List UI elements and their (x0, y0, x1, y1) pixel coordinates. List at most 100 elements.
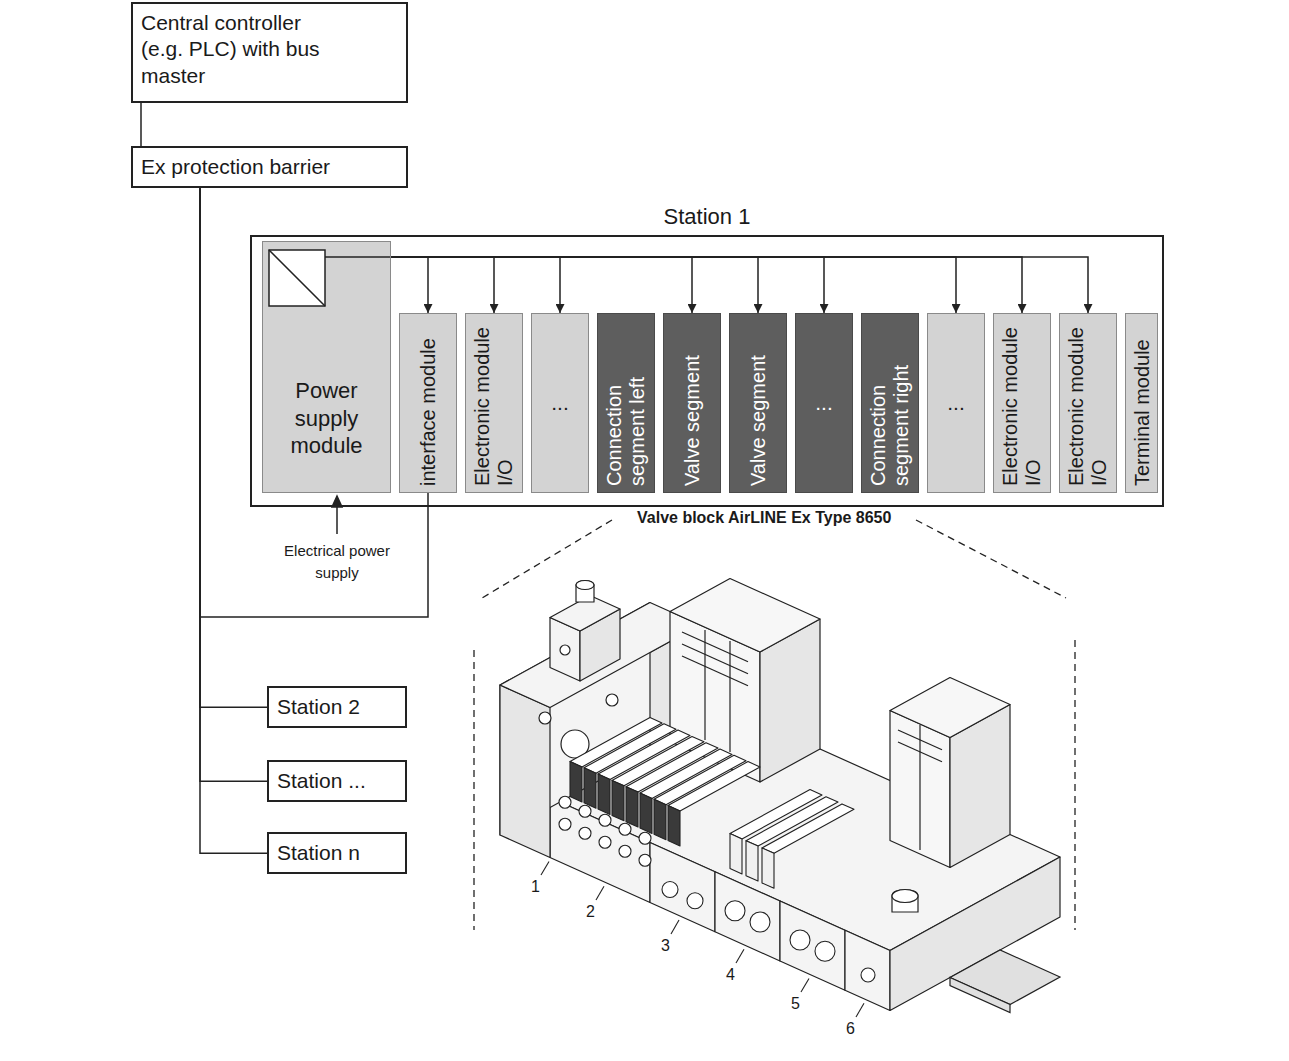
port (815, 941, 835, 961)
valve (746, 841, 758, 881)
callout-leader (736, 949, 744, 963)
base-block (780, 901, 845, 990)
power-supply-module: Power supply module (262, 241, 391, 493)
port (599, 814, 611, 826)
port (599, 836, 611, 848)
supply-label: Electrical power supply (277, 540, 397, 584)
connector-line (200, 188, 428, 617)
node-label: Station 2 (277, 694, 397, 720)
station-box: Station n (267, 832, 407, 874)
callout-number: 1 (531, 875, 540, 898)
node-label: Connection segment right (867, 320, 913, 486)
callout-leader (671, 920, 679, 934)
knob (892, 890, 918, 912)
port (559, 796, 571, 808)
node-label: Valve segment (681, 320, 704, 486)
solenoid (560, 645, 570, 655)
valve (730, 834, 742, 874)
callout-leader (801, 979, 809, 993)
din-rail (950, 978, 1010, 1013)
solenoid (576, 581, 594, 603)
valve (570, 718, 854, 889)
port (639, 854, 651, 866)
end-plate (606, 694, 618, 706)
valve-segment: Valve segment (729, 313, 787, 493)
placeholder-module: ... (927, 313, 985, 493)
node-label: Ex protection barrier (141, 154, 398, 180)
station-box: Station ... (267, 760, 407, 802)
node-label: Central controller (e.g. PLC) with bus m… (141, 10, 346, 89)
electronic-module (729, 641, 730, 752)
controller-box: Central controller (e.g. PLC) with bus m… (131, 2, 408, 103)
valve (584, 768, 596, 808)
electronic-module (670, 579, 1010, 868)
node-label: Power supply module (273, 377, 380, 460)
node-label: ... (947, 391, 965, 415)
port (639, 832, 651, 844)
callout-number: 6 (846, 1017, 855, 1040)
din-rail (950, 950, 1060, 1005)
port (861, 968, 875, 982)
converter-symbol (269, 250, 325, 306)
port (662, 882, 678, 898)
port (790, 930, 810, 950)
bus-arrow (391, 257, 824, 313)
station-frame: Station 1Power supply moduleinterface mo… (250, 235, 1164, 507)
converter-symbol (268, 249, 390, 309)
bus-arrow (391, 257, 560, 313)
node-label: Electronic module I/O (1065, 320, 1111, 486)
io-module: Electronic module I/O (465, 313, 523, 493)
node-label: Station n (277, 840, 397, 866)
electronic-module (682, 656, 748, 686)
port (750, 912, 770, 932)
knob (892, 890, 918, 913)
node-label: Electronic module I/O (471, 320, 517, 486)
placeholder-segment: ... (795, 313, 853, 493)
callout-leader (541, 862, 864, 1018)
node-label: Station ... (277, 768, 397, 794)
valve (626, 787, 638, 827)
callout-leader (596, 886, 604, 900)
port (579, 827, 591, 839)
port (619, 823, 631, 835)
connection-segment: Connection segment left (597, 313, 655, 493)
bus-arrow (391, 257, 692, 313)
io-module: Electronic module I/O (993, 313, 1051, 493)
valve (612, 780, 624, 820)
valve (654, 799, 666, 839)
valve (668, 762, 760, 811)
base-block (890, 857, 1060, 1011)
port (725, 901, 745, 921)
electronic-module (682, 632, 748, 662)
leader-dash (473, 650, 474, 930)
solenoid (550, 581, 620, 682)
valve (762, 804, 854, 853)
converter-symbol (269, 250, 325, 306)
block-caption: Valve block AirLINE Ex Type 8650 (637, 506, 891, 529)
valve (598, 774, 610, 814)
port (559, 818, 571, 830)
bus-arrow (391, 257, 956, 313)
din-rail (950, 950, 1060, 1013)
callout-number: 4 (726, 963, 735, 986)
bus-arrow (391, 257, 1088, 313)
placeholder-module: ... (531, 313, 589, 493)
port (619, 845, 631, 857)
node-label: interface module (417, 320, 440, 486)
interface-module: interface module (399, 313, 457, 493)
connection-segment: Connection segment right (861, 313, 919, 493)
end-plate (500, 685, 550, 858)
station-heading: Station 1 (252, 203, 1162, 231)
base-block (650, 843, 715, 932)
callout-leader (541, 862, 549, 876)
end-plate (539, 712, 551, 724)
bus-arrow (391, 257, 428, 313)
base-block (845, 930, 890, 1010)
node-label: ... (551, 391, 569, 415)
connector-line (140, 103, 142, 146)
electronic-module (890, 678, 1010, 738)
valve (762, 848, 774, 888)
node-label: Electronic module I/O (999, 320, 1045, 486)
bus-arrow (391, 257, 494, 313)
